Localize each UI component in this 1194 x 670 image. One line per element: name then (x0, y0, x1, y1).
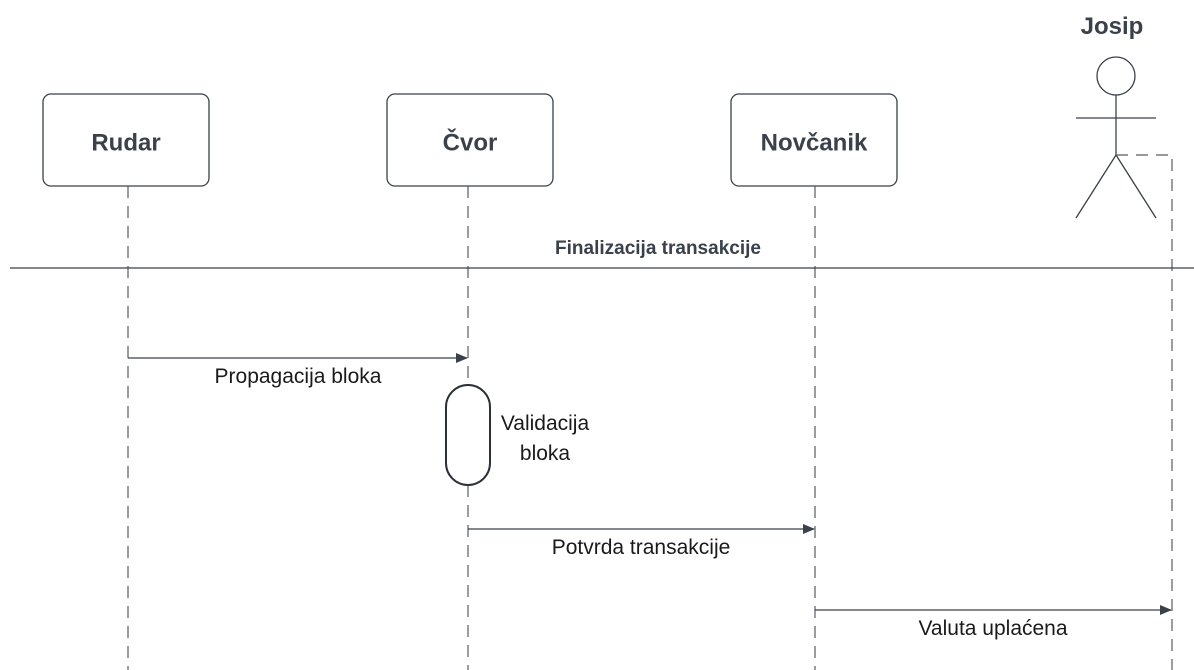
actor-josip-label: Josip (1081, 13, 1144, 40)
message-potvrda-transakcije[interactable]: Potvrda transakcije (468, 524, 815, 559)
participant-novcanik[interactable]: Novčanik (730, 93, 898, 187)
message-valuta-label: Valuta uplaćena (918, 617, 1067, 640)
participant-rudar-label: Rudar (91, 129, 160, 156)
activation-label-line2: bloka (520, 442, 571, 465)
lifeline-josip (1116, 154, 1173, 670)
fragment-label: Finalizacija transakcije (555, 238, 761, 259)
message-propagacija-bloka[interactable]: Propagacija bloka (128, 353, 468, 388)
activation-validacija[interactable]: Validacija bloka (445, 384, 590, 486)
actor-josip[interactable]: Josip (1075, 13, 1157, 219)
participant-novcanik-label: Novčanik (761, 129, 868, 156)
message-propagacija-label: Propagacija bloka (215, 365, 382, 388)
participant-cvor-label: Čvor (443, 128, 498, 156)
message-valuta-uplacena[interactable]: Valuta uplaćena (815, 605, 1172, 640)
stick-figure-icon (1075, 56, 1157, 219)
activation-bar (445, 384, 491, 486)
message-potvrda-label: Potvrda transakcije (552, 536, 731, 559)
activation-label-line1: Validacija (501, 412, 590, 435)
participant-rudar[interactable]: Rudar (42, 93, 210, 187)
participant-cvor[interactable]: Čvor (386, 93, 554, 187)
